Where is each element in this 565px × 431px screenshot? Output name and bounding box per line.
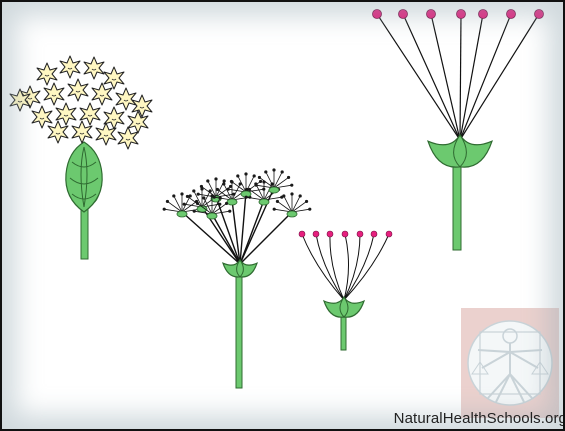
umbellet-flower: [186, 195, 189, 198]
umbellet-flower: [276, 200, 279, 203]
secondary-ray: [266, 172, 274, 188]
umbellet-flower: [228, 210, 231, 213]
umbellet-flower: [264, 170, 267, 173]
flower-bud: [399, 10, 408, 19]
umbellet-flower: [230, 180, 233, 183]
umbellet-flower: [206, 179, 209, 182]
flower-bud: [342, 231, 348, 237]
watermark-text: NaturalHealthSchools.org: [394, 410, 565, 427]
umbellet-flower: [287, 176, 290, 179]
floret-cluster: [10, 56, 152, 149]
umbellet-flower: [248, 188, 251, 191]
flower-bud: [457, 10, 466, 19]
umbellet-flower: [183, 203, 186, 206]
pedicel: [344, 234, 349, 300]
umbellet-flower: [308, 208, 311, 211]
umbellet-flower: [305, 200, 308, 203]
pedicel: [377, 14, 460, 140]
flower-bud: [327, 231, 333, 237]
umbellet-flower: [218, 203, 221, 206]
umbel-stem: [236, 274, 242, 388]
umbellet-flower: [259, 180, 262, 183]
umbellet-bract: [227, 199, 237, 205]
flower-bud: [313, 231, 319, 237]
umbellet-flower: [214, 177, 217, 180]
compound-umbel-figure: [163, 168, 312, 388]
umbellet-flower: [290, 184, 293, 187]
involucre-bract: [324, 297, 364, 317]
umbellet-flower: [281, 170, 284, 173]
umbellet-flower: [192, 189, 195, 192]
umbellet-flower: [236, 174, 239, 177]
umbellet-flower: [210, 194, 213, 197]
umbellet-bract: [287, 211, 297, 217]
umbellet-flower: [200, 185, 203, 188]
umbellet-flower: [258, 176, 261, 179]
pedicel: [431, 14, 460, 140]
simple-umbel-small-figure: [299, 231, 392, 350]
umbellet-flower: [216, 188, 219, 191]
umbellet-flower: [273, 208, 276, 211]
umbellet-flower: [222, 182, 225, 185]
umbellet-flower: [290, 192, 293, 195]
secondary-ray: [292, 196, 300, 212]
umbellet-flower: [244, 172, 247, 175]
flower-bud: [386, 231, 392, 237]
pedicel: [330, 234, 344, 300]
flower-bud: [535, 10, 544, 19]
secondary-ray: [232, 184, 240, 200]
pedicel: [403, 14, 460, 140]
umbellet-flower: [227, 188, 230, 191]
flower-bud: [427, 10, 436, 19]
umbellet-bract: [269, 187, 279, 193]
umbellet-flower: [299, 194, 302, 197]
umbellet-flower: [245, 196, 248, 199]
umbellet-bract: [207, 213, 217, 219]
involucre-bract: [223, 260, 257, 277]
umbellet-flower: [189, 194, 192, 197]
umbellet-flower: [193, 210, 196, 213]
primary-ray: [212, 214, 240, 264]
flower-bud: [371, 231, 377, 237]
flower-bud: [357, 231, 363, 237]
umbellet-bract: [259, 199, 269, 205]
umbellet-flower: [163, 208, 166, 211]
pedicel: [460, 14, 511, 140]
secondary-ray: [284, 196, 292, 212]
umbellet-flower: [282, 194, 285, 197]
umbellet-flower: [197, 193, 200, 196]
flower-bud: [507, 10, 516, 19]
flower-bud: [479, 10, 488, 19]
umbellet-flower: [255, 184, 258, 187]
flower-bud: [299, 231, 305, 237]
umbellet-flower: [272, 168, 275, 171]
umbellet-flower: [166, 200, 169, 203]
umbellet-flower: [202, 196, 205, 199]
pedicel: [460, 14, 461, 140]
umbellet-bract: [177, 211, 187, 217]
umbellet-flower: [225, 202, 228, 205]
bract-cone: [66, 142, 102, 212]
umbellet-flower: [172, 194, 175, 197]
umbellet-flower: [223, 179, 226, 182]
capitulum-figure: [10, 56, 152, 259]
simple-umbel-large-figure: [373, 10, 544, 251]
umbel-stem: [453, 162, 461, 250]
primary-ray: [240, 212, 292, 264]
flower-bud: [373, 10, 382, 19]
vitruvian-man-logo: [461, 308, 559, 418]
umbellet-flower: [253, 174, 256, 177]
involucre-bract: [428, 135, 492, 167]
umbellet-flower: [219, 196, 222, 199]
secondary-ray: [174, 196, 182, 212]
umbellet-flower: [196, 202, 199, 205]
secondary-ray: [274, 172, 282, 188]
umbellet-flower: [180, 192, 183, 195]
